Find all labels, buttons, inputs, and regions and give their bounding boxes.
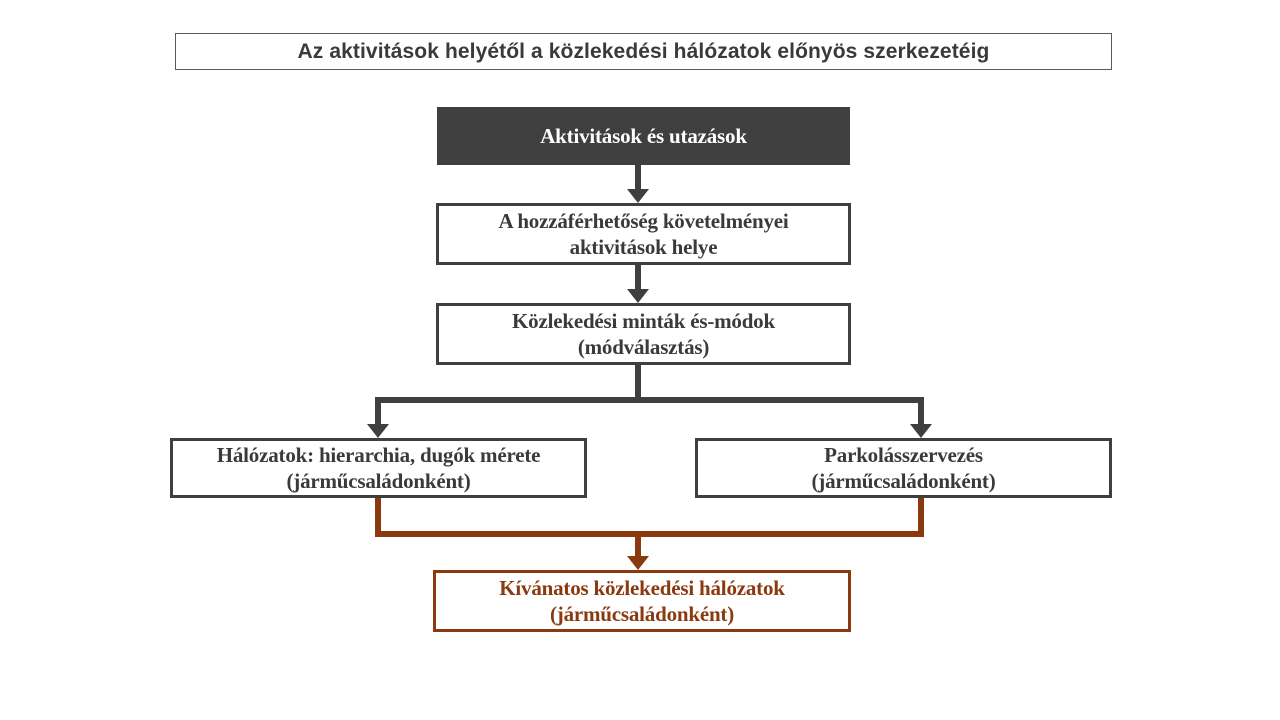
connector-branch-parking-line [918, 397, 924, 424]
connector-accessibility-patterns-arrowhead-icon [627, 289, 649, 303]
connector-branch-parking-arrowhead-icon [910, 424, 932, 438]
connector-activities-accessibility-arrowhead-icon [627, 189, 649, 203]
node-desired: Kívánatos közlekedési hálózatok (járműcs… [433, 570, 851, 632]
node-desired-label-line1: Kívánatos közlekedési hálózatok [499, 576, 785, 600]
node-accessibility-label-line2: aktivitások helye [569, 235, 718, 259]
node-activities-label: Aktivitások és utazások [540, 124, 747, 148]
diagram-title-box: Az aktivitások helyétől a közlekedési há… [175, 33, 1112, 70]
node-patterns: Közlekedési minták és-módok (módválasztá… [436, 303, 851, 365]
node-activities: Aktivitások és utazások [437, 107, 850, 165]
connector-patterns-branch-stem-line [635, 365, 641, 400]
node-accessibility-label-line1: A hozzáférhetőség követelményei [498, 209, 789, 233]
connector-networks-merge-line [375, 498, 381, 534]
node-networks-label-line2: (járműcsaládonként) [286, 469, 471, 493]
node-parking: Parkolásszervezés (járműcsaládonként) [695, 438, 1112, 498]
connector-merge-desired-line [635, 537, 641, 556]
node-accessibility: A hozzáférhetőség követelményei aktivitá… [436, 203, 851, 265]
node-desired-label-line2: (járműcsaládonként) [549, 602, 735, 626]
connector-patterns-branch-horizontal-line [375, 397, 924, 403]
node-networks-label-line1: Hálózatok: hierarchia, dugók mérete [216, 443, 541, 467]
node-parking-label-line2: (járműcsaládonként) [811, 469, 996, 493]
node-patterns-label-line1: Közlekedési minták és-módok [512, 309, 775, 333]
connector-activities-accessibility-line [635, 165, 641, 191]
node-parking-label-line1: Parkolásszervezés [824, 443, 983, 467]
connector-branch-networks-arrowhead-icon [367, 424, 389, 438]
diagram-title: Az aktivitások helyétől a közlekedési há… [297, 39, 990, 63]
connector-merge-horizontal-line [375, 531, 924, 537]
node-networks: Hálózatok: hierarchia, dugók mérete (jár… [170, 438, 587, 498]
connector-parking-merge-line [918, 498, 924, 534]
connector-accessibility-patterns-line [635, 265, 641, 289]
connector-merge-desired-arrowhead-icon [627, 556, 649, 570]
node-patterns-label-line2: (módválasztás) [577, 335, 710, 359]
connector-branch-networks-line [375, 397, 381, 424]
